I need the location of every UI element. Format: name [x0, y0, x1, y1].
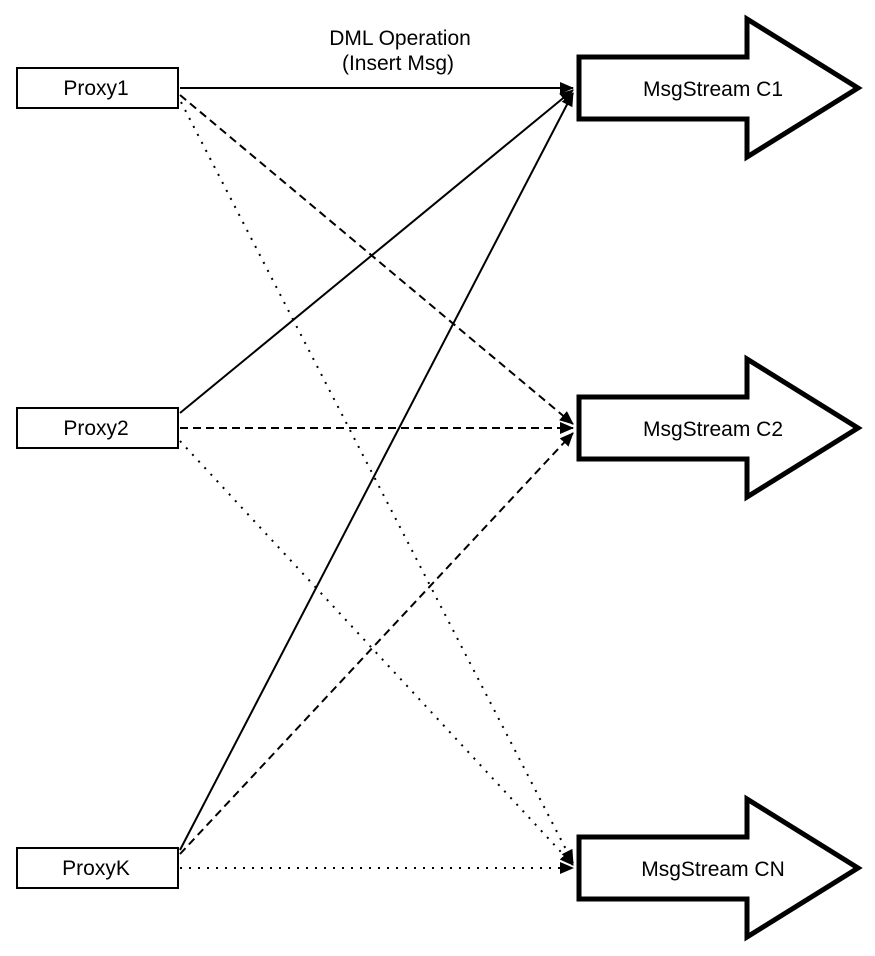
- edges-to-msgstream-cn: [179, 101, 574, 874]
- edges-to-msgstream-c1: [179, 82, 574, 851]
- msgstream-c1-label: MsgStream C1: [643, 78, 783, 101]
- msgstream-cn-label: MsgStream CN: [641, 858, 785, 881]
- edge-proxy1-c2: [179, 94, 574, 425]
- msgstream-c2-arrow-shape: [576, 354, 863, 502]
- node-proxy2: Proxy2: [16, 407, 179, 449]
- edge-proxyk-c2: [179, 432, 574, 855]
- msgstream-c1-arrow-shape: [576, 14, 863, 162]
- msgstream-c2-label: MsgStream C2: [643, 418, 783, 441]
- proxy2-box: [16, 407, 179, 449]
- edges-to-msgstream-c2: [179, 94, 574, 855]
- dml-operation-label: DML Operation (Insert Msg): [329, 27, 471, 75]
- proxy2-label: Proxy2: [63, 417, 128, 440]
- node-msgstream-c1: MsgStream C1: [576, 14, 863, 162]
- node-msgstream-c2: MsgStream C2: [576, 354, 863, 502]
- dml-operation-label-line1: DML Operation: [329, 27, 471, 50]
- edge-proxy2-cn: [179, 440, 574, 866]
- msgstream-cn-arrow-shape: [576, 794, 863, 942]
- edge-proxyk-c1: [179, 92, 574, 851]
- edge-proxy2-c1: [179, 89, 574, 414]
- proxyk-label: ProxyK: [62, 857, 130, 880]
- edge-proxy1-cn: [180, 101, 574, 864]
- node-proxy1: Proxy1: [16, 67, 179, 109]
- node-proxyk: ProxyK: [16, 847, 179, 889]
- dml-operation-label-line2: (Insert Msg): [342, 52, 454, 75]
- proxy1-box: [16, 67, 179, 109]
- node-msgstream-cn: MsgStream CN: [576, 794, 863, 942]
- proxyk-box: [16, 847, 179, 889]
- proxy1-label: Proxy1: [63, 77, 128, 100]
